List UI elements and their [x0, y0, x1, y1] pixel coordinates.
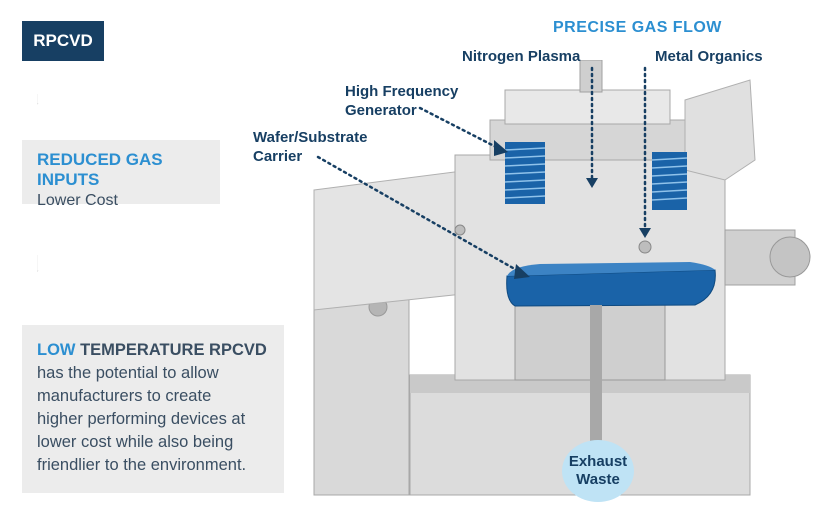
- hf-arrowhead: [494, 140, 508, 156]
- hf-generator-line: High Frequency: [345, 83, 459, 100]
- rpcvd-title-label: RPCVD: [33, 31, 93, 50]
- wafer-carrier-pointer: [316, 155, 522, 274]
- body-line: has the potential to allow: [37, 364, 219, 382]
- connector-dots-1: [37, 94, 39, 105]
- heading-rest: TEMPERATURE RPCVD: [75, 341, 267, 359]
- hf-generator-line: Generator: [345, 102, 417, 119]
- body-line: higher performing devices at: [37, 410, 246, 428]
- body-line: lower cost while also being: [37, 433, 234, 451]
- rpcvd-title-box: RPCVD: [22, 21, 104, 61]
- reduced-gas-box: REDUCED GAS INPUTS Lower Cost: [22, 140, 220, 209]
- hf-generator-pointer: [418, 106, 500, 150]
- reduced-gas-heading: REDUCED GAS INPUTS: [37, 150, 163, 189]
- metal-organics-label: Metal Organics: [655, 48, 763, 65]
- body-line: friendlier to the environment.: [37, 456, 247, 474]
- nitrogen-plasma-label: Nitrogen Plasma: [462, 48, 581, 65]
- hf-generator-label: High Frequency Generator: [345, 82, 458, 120]
- nitrogen-arrowhead: [586, 178, 598, 188]
- exhaust-line: Waste: [576, 471, 620, 488]
- rpcvd-reactor-illustration: [313, 60, 811, 496]
- connector-dots-2: [37, 255, 39, 272]
- wafer-carrier-line: Carrier: [253, 148, 303, 165]
- lower-cost-text: Lower Cost: [37, 192, 118, 209]
- exhaust-line: Exhaust: [568, 453, 628, 470]
- body-line: manufacturers to create: [37, 387, 212, 405]
- wafer-arrowhead: [514, 264, 530, 279]
- wafer-carrier-label: Wafer/Substrate Carrier: [253, 128, 367, 166]
- metal-arrowhead: [639, 228, 651, 238]
- low-temperature-box: LOW TEMPERATURE RPCVD has the potential …: [22, 325, 284, 493]
- precise-gas-flow-label: PRECISE GAS FLOW: [553, 19, 722, 36]
- exhaust-waste-bubble: Exhaust Waste: [562, 440, 634, 502]
- wafer-carrier-line: Wafer/Substrate: [253, 129, 368, 146]
- low-temperature-heading: LOW TEMPERATURE RPCVD: [37, 339, 284, 362]
- low-highlight: LOW: [37, 341, 76, 359]
